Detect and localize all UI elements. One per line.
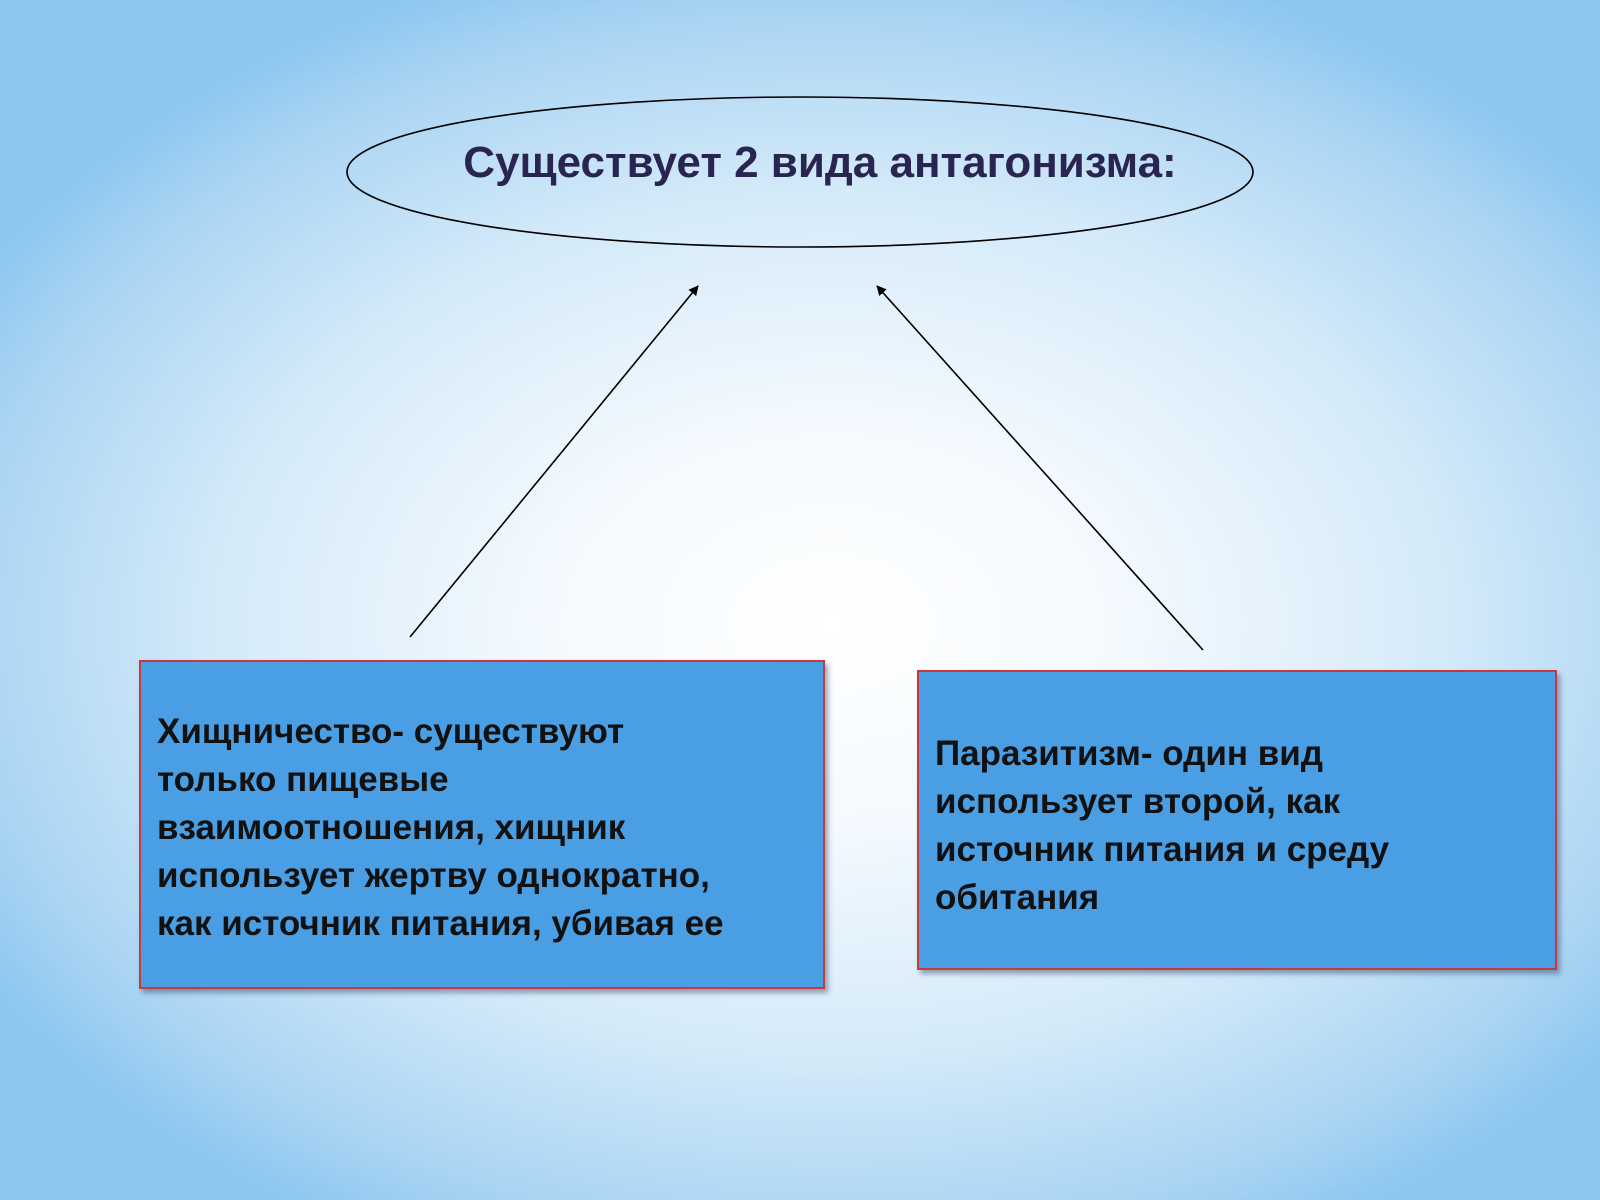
parasitism-box: Паразитизм- один вид использует второй, … xyxy=(917,670,1557,970)
predation-line: Хищничество- существуют xyxy=(157,712,625,751)
arrow-left xyxy=(409,285,699,638)
predation-text: Хищничество- существуют только пищевые в… xyxy=(157,708,724,948)
predation-line: взаимоотношения, хищник xyxy=(157,808,626,847)
parasitism-line: Паразитизм- один вид xyxy=(935,734,1324,773)
arrow-right xyxy=(876,285,1204,651)
title-ellipse xyxy=(346,96,1254,248)
predation-line: как источник питания, убивая ее xyxy=(157,904,724,943)
parasitism-text: Паразитизм- один вид использует второй, … xyxy=(935,730,1389,922)
diagram-title: Существует 2 вида антагонизма: xyxy=(463,138,1177,187)
predation-line: только пищевые xyxy=(157,760,449,799)
parasitism-line: источник питания и среду xyxy=(935,830,1390,869)
predation-line: использует жертву однократно, xyxy=(157,856,710,895)
predation-box: Хищничество- существуют только пищевые в… xyxy=(139,660,825,989)
parasitism-line: обитания xyxy=(935,878,1100,917)
parasitism-line: использует второй, как xyxy=(935,782,1341,821)
